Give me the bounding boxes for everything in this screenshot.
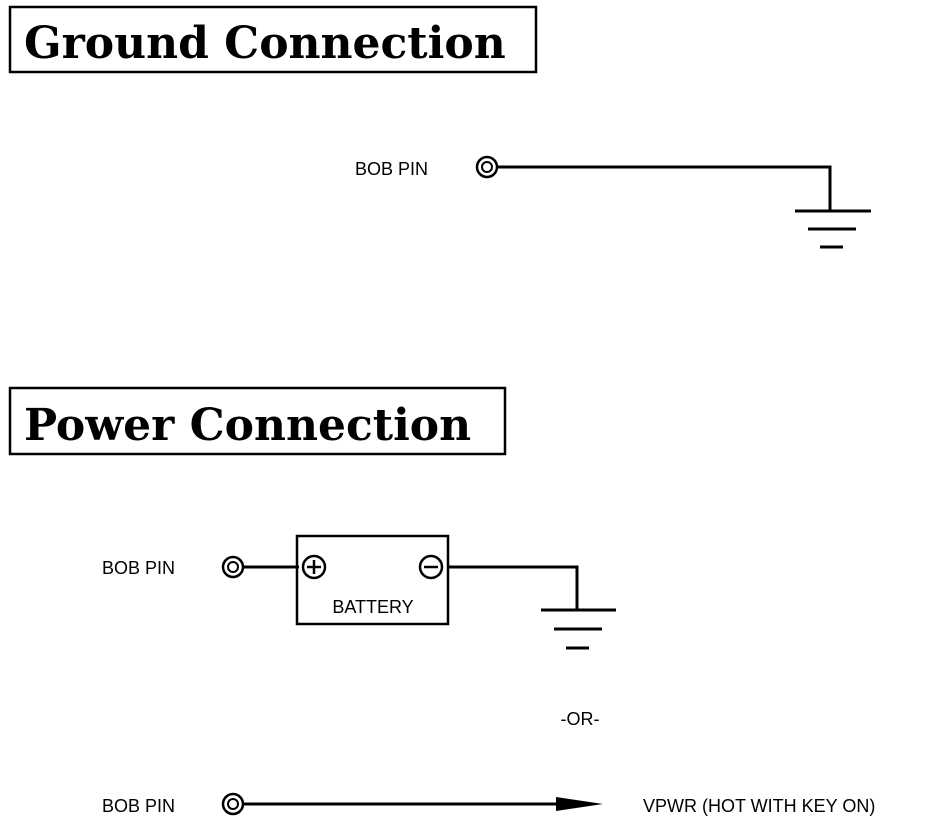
vpwr-pin-terminal-icon bbox=[221, 792, 245, 816]
battery-pin-terminal-icon bbox=[221, 555, 245, 579]
battery-label: BATTERY bbox=[332, 597, 413, 617]
ground-symbol-icon bbox=[795, 209, 871, 249]
battery-pin-label: BOB PIN bbox=[102, 558, 175, 578]
or-label: -OR- bbox=[561, 709, 600, 729]
battery: BATTERY bbox=[295, 534, 450, 626]
battery-negative-wire bbox=[448, 565, 579, 610]
ground-pin-terminal-icon bbox=[475, 155, 499, 179]
vpwr-arrow-icon bbox=[556, 797, 603, 811]
power-title: Power Connection bbox=[24, 400, 471, 451]
vpwr-pin-label: BOB PIN bbox=[102, 796, 175, 816]
ground-title: Ground Connection bbox=[24, 18, 506, 69]
battery-ground-symbol-icon bbox=[541, 608, 616, 650]
battery-negative-terminal-icon bbox=[418, 554, 444, 580]
power-connection-section: Power Connection BOB PIN BATTERY bbox=[8, 386, 875, 816]
vpwr-label: VPWR (HOT WITH KEY ON) bbox=[643, 796, 875, 816]
power-title-box bbox=[8, 386, 507, 456]
ground-pin-label: BOB PIN bbox=[355, 159, 428, 179]
battery-positive-terminal-icon bbox=[301, 554, 327, 580]
ground-title-box bbox=[8, 5, 538, 74]
battery-box bbox=[295, 534, 450, 626]
ground-connection-section: Ground Connection BOB PIN bbox=[8, 5, 871, 249]
ground-wire bbox=[497, 165, 832, 211]
